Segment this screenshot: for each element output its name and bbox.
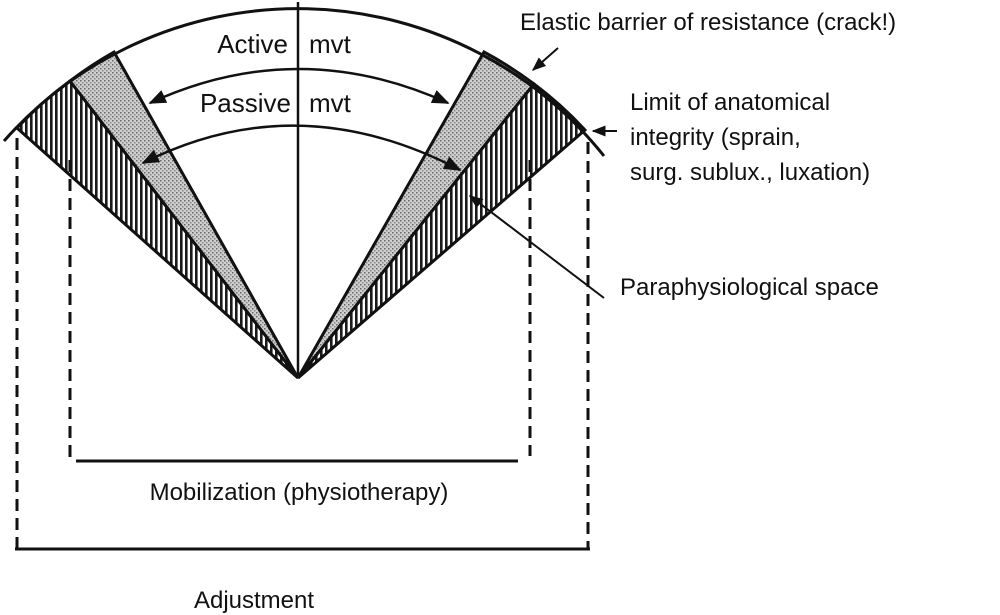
- passive-movement-arrow: [141, 124, 462, 172]
- anatomical-limit-label-line2: integrity (sprain,: [630, 124, 801, 151]
- active-label: Active: [217, 29, 288, 59]
- right-paraphysiological-wedge: [296, 81, 588, 380]
- active-movement-arrow: [148, 67, 450, 105]
- elastic-barrier-label: Elastic barrier of resistance (crack!): [520, 9, 896, 36]
- adjustment-label: Adjustment: [194, 587, 314, 614]
- anatomical-limit-label-line3: surg. sublux., luxation): [630, 159, 870, 186]
- passive-label: Passive: [200, 88, 291, 118]
- passive-mvt-label: mvt: [309, 88, 352, 118]
- outer-arc: [2, 7, 606, 157]
- elastic-barrier-arrow: [531, 47, 559, 71]
- anatomical-limit-label-line1: Limit of anatomical: [630, 89, 830, 116]
- active-mvt-label: mvt: [309, 29, 352, 59]
- paraphysiological-leader: [468, 195, 605, 299]
- paraphysiological-label: Paraphysiological space: [620, 274, 879, 301]
- mobilization-label: Mobilization (physiotherapy): [150, 479, 449, 506]
- left-paraphysiological-wedge: [14, 78, 300, 380]
